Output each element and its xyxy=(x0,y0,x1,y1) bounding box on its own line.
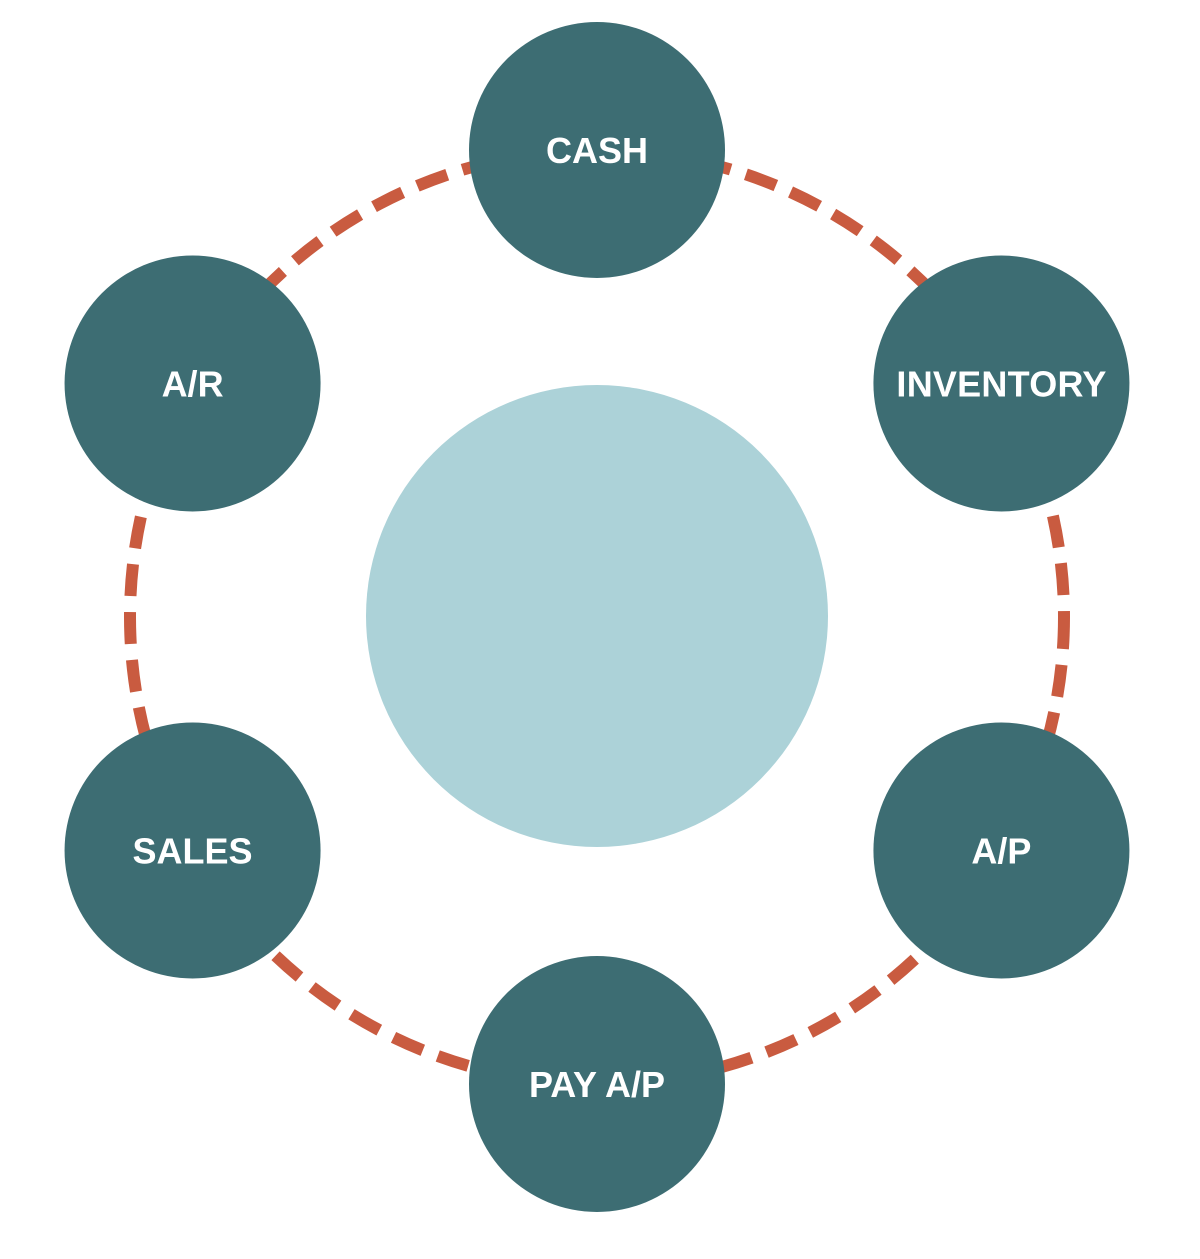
node-circle xyxy=(64,722,321,979)
node-label: A/R xyxy=(162,364,224,405)
node-circle xyxy=(873,255,1130,512)
cycle-node: INVENTORY xyxy=(873,255,1130,512)
cycle-node: PAY A/P xyxy=(469,956,725,1212)
center-circle xyxy=(366,385,828,847)
node-label: PAY A/P xyxy=(529,1064,665,1105)
cycle-node: A/P xyxy=(873,722,1130,979)
node-label: A/P xyxy=(971,831,1031,872)
node-label: INVENTORY xyxy=(896,364,1106,405)
node-circle xyxy=(873,722,1130,979)
node-circle xyxy=(469,22,725,278)
node-circle xyxy=(64,255,321,512)
cycle-node: A/R xyxy=(64,255,321,512)
cycle-node: SALES xyxy=(64,722,321,979)
node-label: SALES xyxy=(133,831,253,872)
cycle-node: CASH xyxy=(469,22,725,278)
node-circle xyxy=(469,956,725,1212)
node-label: CASH xyxy=(546,130,648,171)
